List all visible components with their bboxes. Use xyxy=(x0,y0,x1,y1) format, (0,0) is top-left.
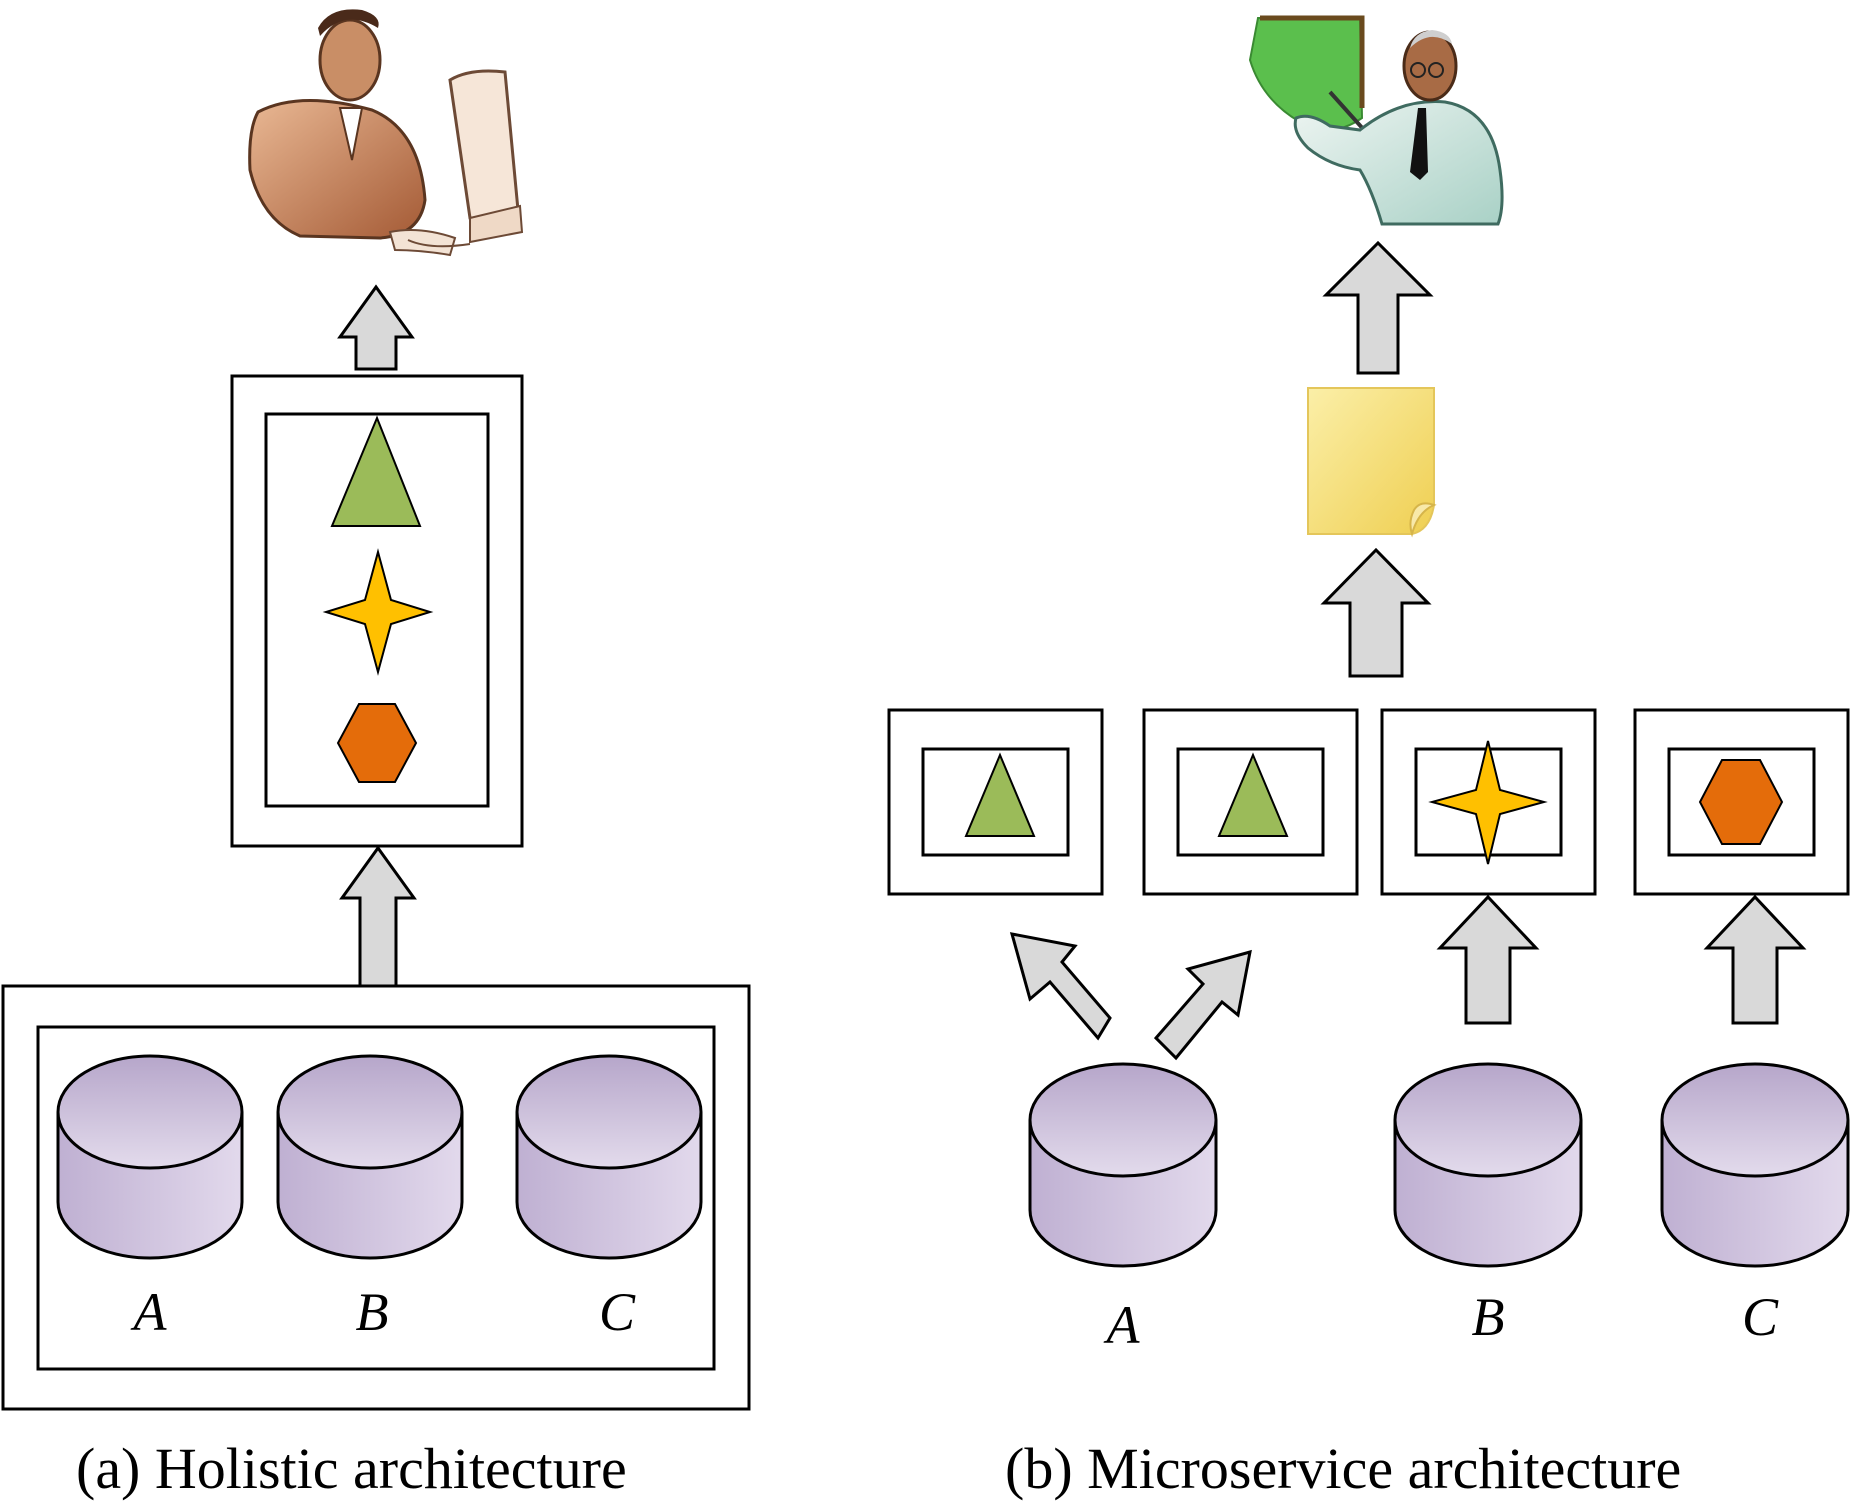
microservice-3 xyxy=(1380,708,1597,896)
caption-holistic: (a) Holistic architecture xyxy=(76,1436,627,1501)
database-label-a: A xyxy=(131,1282,168,1342)
microservice-2 xyxy=(1142,708,1359,896)
database-a xyxy=(1028,1062,1218,1268)
triangle-shape xyxy=(330,415,422,527)
diagonal-arrow-a-to-service-1 xyxy=(1009,932,1112,1041)
triangle-shape xyxy=(1217,752,1289,837)
up-arrow-b-to-service-3 xyxy=(1436,894,1540,1025)
hexagon-shape xyxy=(1698,759,1784,845)
up-arrow-c-to-service-4 xyxy=(1703,894,1807,1025)
person-at-computer-icon xyxy=(248,9,524,257)
up-arrow-to-presenter xyxy=(1322,240,1434,375)
star-shape xyxy=(322,548,434,676)
database-label-a: A xyxy=(1104,1295,1141,1355)
up-arrow-data-to-monolith xyxy=(339,845,417,988)
sticky-note-icon xyxy=(1307,387,1437,538)
database-c xyxy=(515,1054,703,1260)
caption-microservice: (b) Microservice architecture xyxy=(1005,1436,1681,1501)
microservice-4 xyxy=(1633,708,1850,896)
star-shape xyxy=(1428,740,1548,865)
holistic-panel: A B C (a) Holistic architecture xyxy=(1,9,751,1501)
presenter-icon xyxy=(1248,15,1504,226)
database-label-b: B xyxy=(356,1282,389,1342)
database-a xyxy=(56,1054,244,1260)
database-b xyxy=(276,1054,464,1260)
database-label-c: C xyxy=(599,1282,636,1342)
triangle-shape xyxy=(964,752,1036,837)
diagonal-arrow-a-to-service-2 xyxy=(1153,949,1252,1061)
database-c xyxy=(1660,1062,1850,1268)
database-label-b: B xyxy=(1472,1287,1505,1347)
database-b xyxy=(1393,1062,1583,1268)
microservice-panel: A B C (b) Microservice architecture xyxy=(887,15,1850,1501)
hexagon-shape xyxy=(336,703,418,783)
microservice-1 xyxy=(887,708,1104,896)
up-arrow-to-user xyxy=(337,284,415,371)
database-label-c: C xyxy=(1742,1287,1779,1347)
up-arrow-services-to-note xyxy=(1320,547,1432,678)
